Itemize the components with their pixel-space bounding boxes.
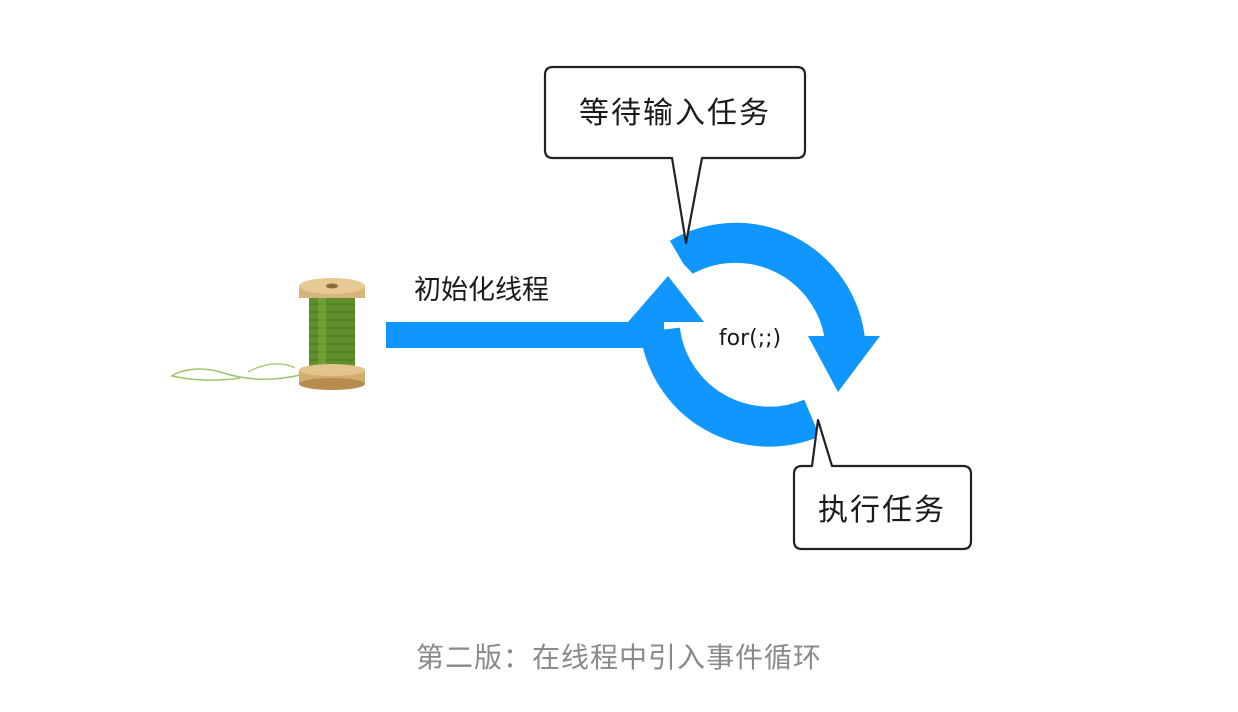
event-loop-cycle [628, 222, 880, 447]
loop-arrowhead-down [808, 336, 880, 392]
wait-input-text: 等待输入任务 [579, 96, 771, 131]
thread-label: 初始化线程 [414, 275, 549, 306]
thread-spool-illustration [170, 278, 365, 390]
figure-caption: 第二版：在线程中引入事件循环 [415, 641, 822, 674]
wait-input-bubble: 等待输入任务 [543, 65, 807, 245]
loop-label: for(;;) [719, 326, 781, 351]
execute-task-text: 执行任务 [818, 493, 946, 528]
thread-flow-bar [386, 322, 664, 348]
execute-task-bubble: 执行任务 [792, 418, 973, 551]
loop-arrowhead-up [628, 276, 704, 322]
